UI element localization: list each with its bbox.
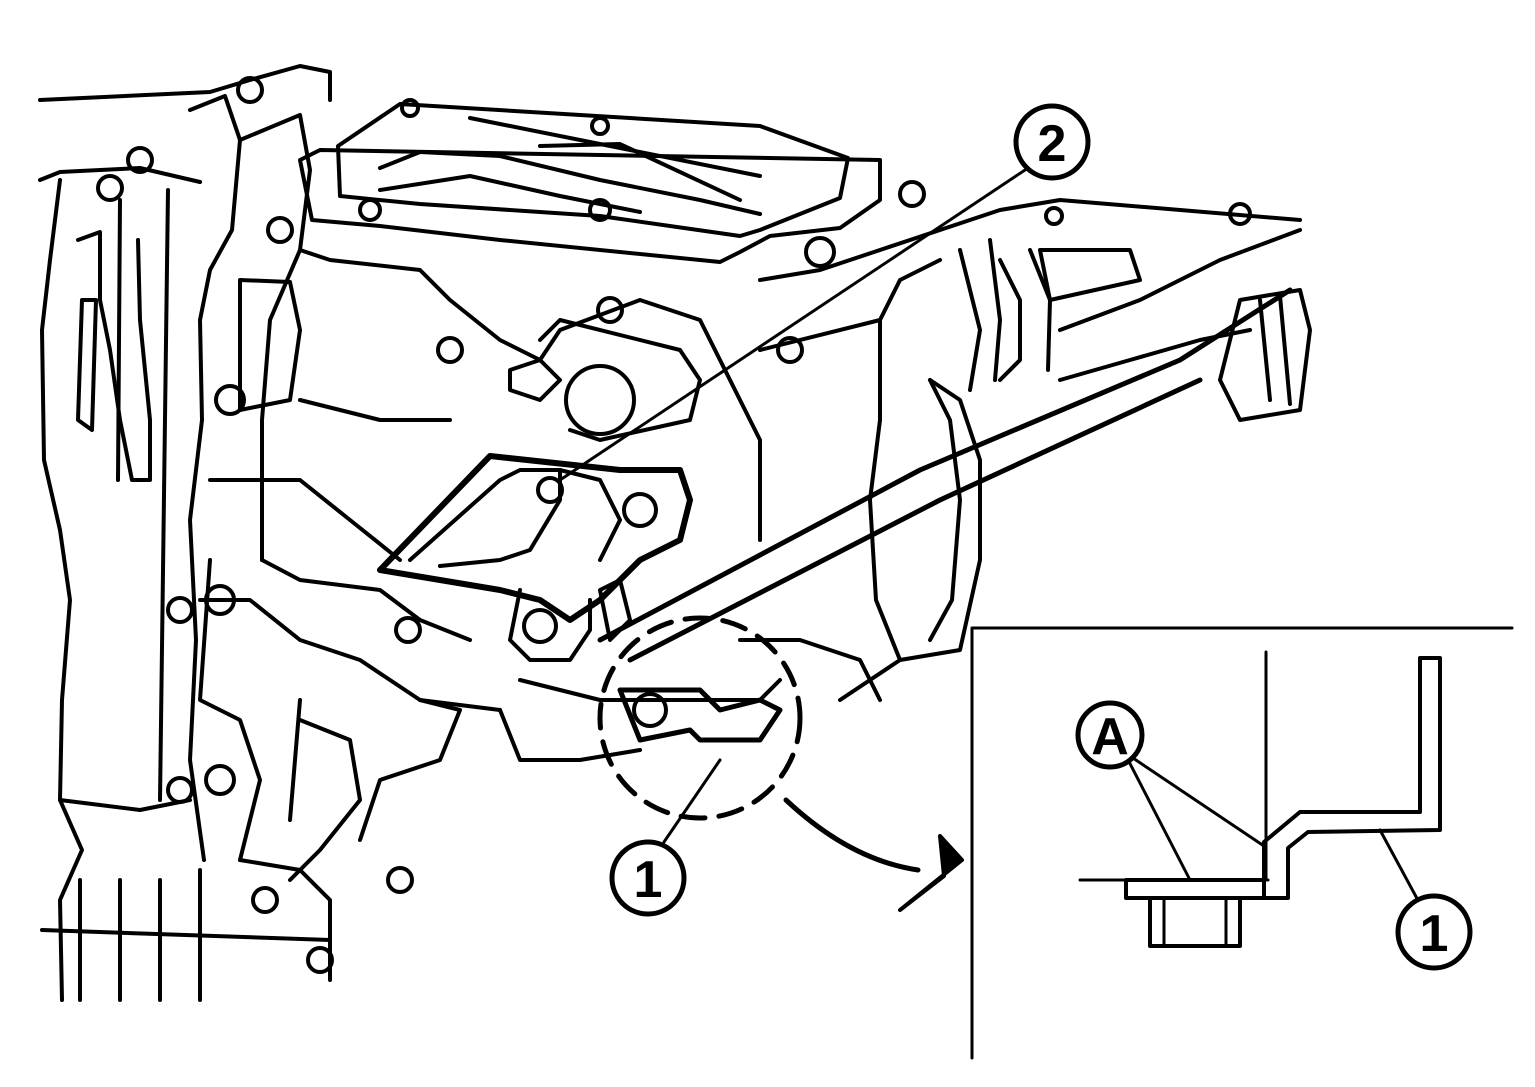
leader-line-1 [662, 758, 722, 844]
inset-frame [970, 626, 1514, 1060]
detail-arrow-shaft [783, 797, 921, 873]
callout-part-1-detail: 1 [1395, 893, 1473, 971]
callout-part-1: 1 [609, 839, 687, 917]
callout-point-a: A [1075, 700, 1145, 770]
detail-arrow-head [898, 834, 964, 912]
leader-line-2 [558, 166, 1030, 482]
callout-1-label: 1 [634, 851, 663, 909]
leader-line-a2 [1122, 750, 1266, 848]
detail-circle [597, 615, 803, 821]
callout-2-label: 2 [1038, 115, 1067, 173]
callout-1-detail-label: 1 [1420, 905, 1449, 963]
callout-a-label: A [1091, 708, 1129, 766]
detail-inset [970, 626, 1514, 1060]
leader-line-a1 [1122, 750, 1192, 882]
transmission-case [38, 64, 1312, 1002]
callout-part-2: 2 [1013, 103, 1091, 181]
leader-line-1-detail [1378, 828, 1422, 906]
